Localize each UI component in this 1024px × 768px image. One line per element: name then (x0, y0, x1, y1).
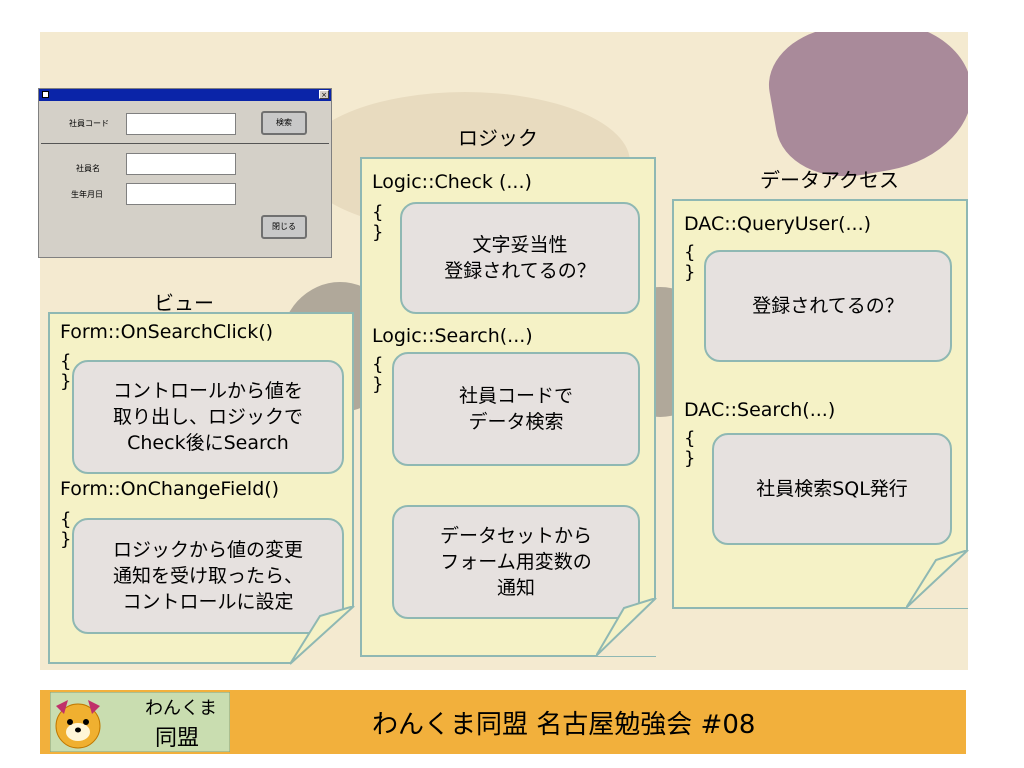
logic-bubble-notify: データセットから フォーム用変数の 通知 (392, 505, 640, 619)
logic-brace-open-2: { (372, 354, 384, 375)
dac-bubble-query: 登録されてるの？ (704, 250, 952, 362)
view-func-search-click: Form::OnSearchClick() (60, 321, 274, 343)
logic-panel: Logic::Check (...) { } 文字妥当性 登録されてるの？ Lo… (360, 157, 656, 657)
logic-bubble-search: 社員コードで データ検索 (392, 352, 640, 466)
view-brace-close-2: } (60, 529, 72, 550)
view-brace-open-1: { (60, 351, 72, 372)
birth-date-field[interactable] (126, 183, 236, 205)
employee-code-label: 社員コード (69, 119, 109, 128)
mock-title-bar: × (39, 89, 331, 101)
dac-page-fold (906, 550, 969, 609)
dac-brace-open-2: { (684, 428, 696, 449)
employee-name-field[interactable] (126, 153, 236, 175)
logic-heading: ロジック (458, 126, 538, 150)
logic-brace-close-1: } (372, 222, 384, 243)
dac-func-query-user: DAC::QueryUser(...) (684, 213, 872, 235)
logic-brace-open-1: { (372, 202, 384, 223)
logic-func-search: Logic::Search(...) (372, 325, 533, 347)
view-bubble-change: ロジックから値の変更 通知を受け取ったら、 コントロールに設定 (72, 518, 344, 634)
dac-panel: DAC::QueryUser(...) { } 登録されてるの？ DAC::Se… (672, 199, 968, 609)
form-separator (41, 143, 329, 144)
dac-bubble-sql: 社員検索SQL発行 (712, 433, 952, 545)
mock-form-window: × 社員コード 検索 社員名 生年月日 閉じる (38, 88, 332, 258)
logic-bubble-check: 文字妥当性 登録されてるの？ (400, 202, 640, 314)
view-func-change-field: Form::OnChangeField() (60, 478, 280, 500)
view-page-fold (290, 606, 355, 665)
close-button[interactable]: 閉じる (261, 215, 307, 239)
bear-icon (49, 691, 231, 753)
logic-brace-close-2: } (372, 374, 384, 395)
employee-code-field[interactable] (126, 113, 236, 135)
logo-text-wankuma: わんくま (145, 698, 217, 719)
view-brace-open-2: { (60, 509, 72, 530)
footer-title: わんくま同盟 名古屋勉強会 #08 (372, 710, 756, 740)
view-panel: Form::OnSearchClick() { } コントロールから値を 取り出… (48, 312, 354, 664)
dac-func-search: DAC::Search(...) (684, 399, 836, 421)
search-button[interactable]: 検索 (261, 111, 307, 135)
wankuma-logo (49, 691, 231, 753)
mock-close-x-button[interactable]: × (319, 90, 329, 99)
view-bubble-search: コントロールから値を 取り出し、ロジックで Check後にSearch (72, 360, 344, 474)
birth-date-label: 生年月日 (71, 190, 103, 199)
dac-brace-close-2: } (684, 448, 696, 469)
logic-func-check: Logic::Check (...) (372, 171, 532, 193)
logo-text-doumei: 同盟 (155, 726, 200, 751)
view-brace-close-1: } (60, 371, 72, 392)
view-heading: ビュー (154, 291, 214, 315)
dac-heading: データアクセス (760, 168, 899, 192)
logic-page-fold (596, 598, 657, 657)
employee-name-label: 社員名 (76, 164, 100, 173)
dac-brace-open-1: { (684, 242, 696, 263)
window-icon (42, 91, 49, 98)
dac-brace-close-1: } (684, 262, 696, 283)
